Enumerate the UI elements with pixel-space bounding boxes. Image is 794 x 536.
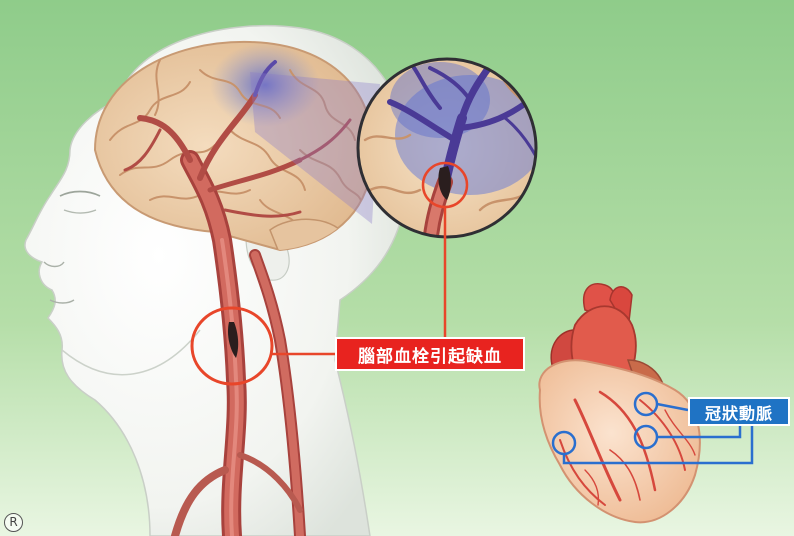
coronary-artery-label: 冠狀動脈 (688, 397, 790, 426)
registered-mark: R (4, 513, 23, 532)
stroke-ischemia-label: 腦部血栓引起缺血 (335, 337, 525, 371)
